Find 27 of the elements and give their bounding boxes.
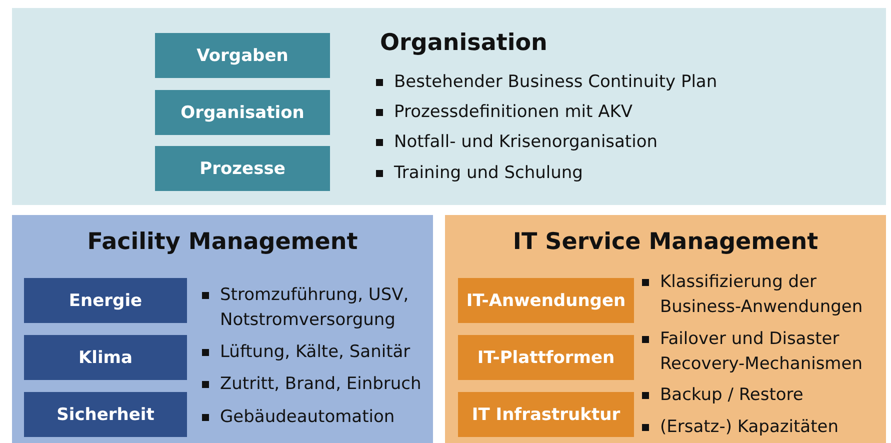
section-heading: IT Service Management xyxy=(512,229,820,255)
category-box: Sicherheit xyxy=(24,392,187,437)
bullet-item: Stromzuführung, USV, Notstromversorgung xyxy=(198,283,428,333)
bullet-item: Backup / Restore xyxy=(638,383,886,408)
category-box: Prozesse xyxy=(155,146,330,191)
category-box: IT Infrastruktur xyxy=(458,392,634,437)
bullet-item: Prozessdefinitionen mit AKV xyxy=(372,100,872,125)
category-box: Energie xyxy=(24,278,187,323)
bullet-item: Bestehender Business Continuity Plan xyxy=(372,70,872,95)
section-panel xyxy=(12,215,433,443)
section-heading: Facility Management xyxy=(86,229,359,255)
section-heading: Organisation xyxy=(380,30,548,56)
bullet-item: Zutritt, Brand, Einbruch xyxy=(198,372,428,397)
category-box: IT-Plattformen xyxy=(458,335,634,380)
section-panel xyxy=(445,215,886,443)
bullet-item: Klassifizierung der Business-Anwendungen xyxy=(638,270,886,320)
category-box: IT-Anwendungen xyxy=(458,278,634,323)
category-box: Organisation xyxy=(155,90,330,135)
category-box: Vorgaben xyxy=(155,33,330,78)
bullet-item: Lüftung, Kälte, Sanitär xyxy=(198,340,428,365)
bullet-item: Gebäudeautomation xyxy=(198,405,428,430)
section-panel xyxy=(12,8,886,205)
bullet-item: Training und Schulung xyxy=(372,161,872,186)
category-box: Klima xyxy=(24,335,187,380)
bullet-item: (Ersatz-) Kapazitäten xyxy=(638,415,886,440)
bullet-item: Notfall- und Krisenorganisation xyxy=(372,130,872,155)
bullet-item: Failover und Disaster Recovery-Mechanismen xyxy=(638,327,886,377)
